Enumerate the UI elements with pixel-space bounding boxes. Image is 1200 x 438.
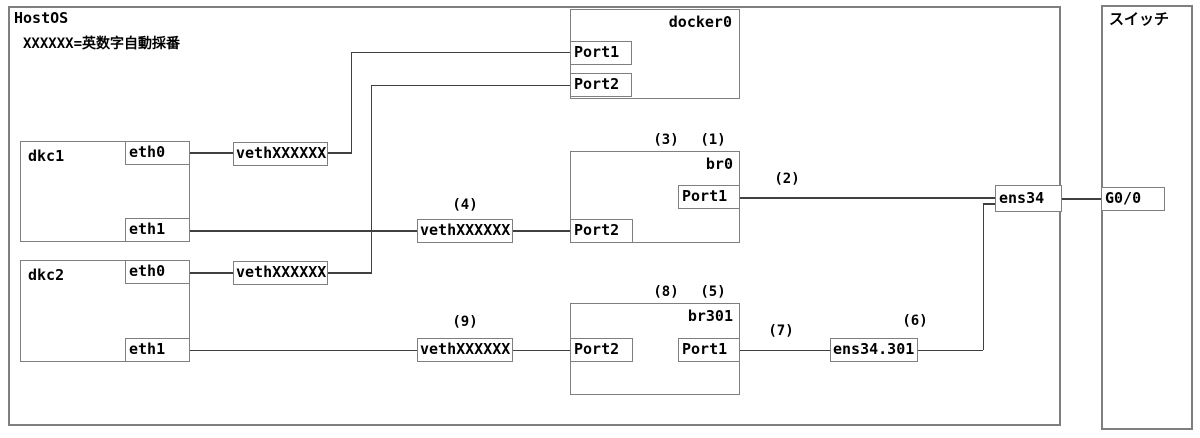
br301-port1: Port1	[678, 338, 740, 362]
veth-dkc2-eth1-box: vethXXXXXX	[417, 338, 513, 362]
connector-br301port1-ens34301	[740, 349, 831, 351]
step-label-2: (2)	[774, 171, 800, 187]
veth-dkc1-eth1-box: vethXXXXXX	[417, 219, 513, 243]
docker0-port2: Port2	[570, 73, 632, 97]
veth-dkc1-eth0-box: vethXXXXXX	[233, 142, 328, 166]
step-label-5: (5)	[700, 284, 726, 300]
step-label-8: (8)	[653, 284, 679, 300]
connector-stub-ens34	[983, 203, 996, 205]
step-label-1: (1)	[700, 132, 726, 148]
br0-title: br0	[705, 155, 733, 173]
dkc2-eth1-port: eth1	[125, 338, 190, 362]
connector-vertical-to-docker0port2	[370, 85, 372, 273]
veth-dkc2-eth0-box: vethXXXXXX	[233, 261, 328, 285]
switch-box	[1101, 5, 1193, 430]
dkc2-title: dkc2	[28, 266, 65, 284]
br301-title: br301	[687, 307, 733, 325]
connector-veth-corner2	[328, 272, 372, 274]
connector-br0port1-ens34	[740, 197, 996, 199]
step-label-6: (6)	[902, 313, 928, 329]
step-label-3: (3)	[653, 132, 679, 148]
dkc2-eth0-port: eth0	[125, 260, 190, 284]
hostos-title: HostOS	[14, 9, 69, 27]
connector-vertical-to-docker0port1	[350, 52, 352, 153]
step-label-7: (7)	[768, 323, 794, 339]
br0-port1: Port1	[678, 185, 740, 209]
step-label-4: (4)	[452, 197, 478, 213]
connector-to-docker0-port1	[351, 51, 571, 53]
connector-dkc1eth0-veth	[190, 152, 233, 154]
connector-veth-corner1	[328, 152, 352, 154]
connector-ens34301-corner	[917, 349, 983, 351]
docker0-port1: Port1	[570, 41, 632, 65]
step-label-9: (9)	[452, 314, 478, 330]
br301-port2: Port2	[570, 338, 633, 362]
dkc1-eth0-port: eth0	[125, 141, 190, 165]
connector-to-docker0-port2	[371, 84, 571, 86]
ens34-box: ens34	[995, 185, 1062, 212]
connector-dkc1eth1-veth4	[190, 230, 418, 232]
connector-vertical-ens34301-ens34	[982, 203, 984, 350]
hostos-note: XXXXXX=英数字自動採番	[23, 36, 181, 52]
connector-ens34-g00	[1061, 198, 1102, 200]
connector-dkc2eth1-veth9	[190, 349, 418, 351]
g00-port: G0/0	[1101, 187, 1165, 211]
connector-veth9-br301port2	[512, 349, 571, 351]
docker0-title: docker0	[668, 13, 732, 31]
ens34-301-box: ens34.301	[830, 338, 918, 362]
dkc1-title: dkc1	[28, 147, 65, 165]
hostos-box	[8, 6, 1061, 426]
switch-title: スイッチ	[1109, 10, 1170, 28]
br0-port2: Port2	[570, 219, 633, 243]
connector-veth4-br0port2	[512, 230, 571, 232]
dkc1-eth1-port: eth1	[125, 218, 190, 242]
connector-dkc2eth0-veth	[190, 272, 233, 274]
